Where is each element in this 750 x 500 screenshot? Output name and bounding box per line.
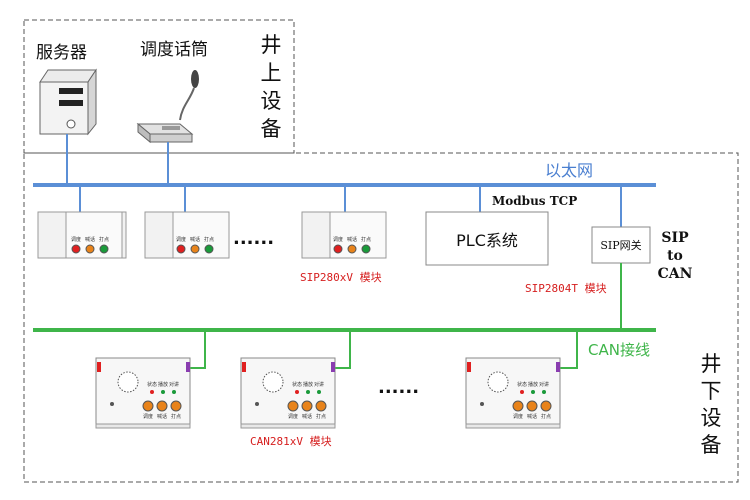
surface-title-char: 设	[261, 89, 282, 113]
surface-title-char: 井	[261, 33, 282, 57]
underground-region	[23, 152, 739, 483]
can-button-label: 调度	[288, 413, 298, 420]
sip-ellipsis: ......	[233, 228, 274, 249]
can-led-label: 播放	[158, 381, 168, 388]
can-button-label: 打点	[541, 413, 551, 420]
can-led-label: 播放	[303, 381, 313, 388]
can-button-label: 喊话	[527, 413, 537, 420]
surface-region	[23, 19, 295, 154]
mic-icon	[136, 70, 199, 144]
plc-box	[425, 211, 549, 266]
surface-title-char: 上	[261, 61, 282, 85]
sip-button-label: 喊话	[190, 236, 200, 243]
can-module: 状态 播放 对讲 调度 喊话 打点	[95, 357, 191, 429]
can-led-label: 对讲	[314, 381, 324, 388]
can-button-label: 打点	[171, 413, 181, 420]
can-bus-label: CAN接线	[588, 341, 650, 359]
can-module: 状态 播放 对讲 调度 喊话 打点	[240, 357, 336, 429]
can-led-label: 对讲	[169, 381, 179, 388]
can-led-label: 状态	[147, 381, 157, 388]
sip-module-label: SIP280xV 模块	[300, 271, 382, 284]
underground-title-char: 设	[701, 406, 722, 430]
sip-button-label: 打点	[204, 236, 214, 243]
gateway-box	[591, 226, 651, 264]
ethernet-links	[66, 134, 622, 227]
sip-to-can-line: to	[667, 248, 683, 264]
can-ellipsis: ......	[378, 377, 419, 398]
can-links	[190, 330, 578, 369]
can-button-label: 调度	[513, 413, 523, 420]
underground-title-char: 备	[701, 433, 722, 457]
underground-title-char: 下	[701, 379, 722, 403]
sip-button-label: 喊话	[85, 236, 95, 243]
can-led-label: 状态	[292, 381, 302, 388]
sip-button-label: 调度	[71, 236, 81, 243]
surface-title-char: 备	[261, 117, 282, 141]
gateway-module-label: SIP2804T 模块	[525, 282, 607, 295]
sip-button-label: 调度	[333, 236, 343, 243]
ethernet-label: 以太网	[545, 161, 593, 180]
sip-to-can-line: SIP	[661, 230, 689, 246]
surface-title: 井 上 设 备	[261, 33, 282, 141]
can-module: 状态 播放 对讲 调度 喊话 打点	[465, 357, 561, 429]
server-label: 服务器	[36, 43, 87, 63]
sip-button-label: 调度	[176, 236, 186, 243]
sip-button-label: 打点	[99, 236, 109, 243]
can-button-label: 打点	[316, 413, 326, 420]
plc-label: PLC系统	[456, 231, 518, 250]
server-icon	[39, 68, 97, 136]
sip-button-label: 打点	[361, 236, 371, 243]
sip-to-can-line: CAN	[658, 266, 693, 282]
can-button-label: 调度	[143, 413, 153, 420]
underground-title-char: 井	[701, 352, 722, 376]
sip-module: 调度 喊话 打点	[301, 211, 387, 259]
sip-module: 调度 喊话 打点	[37, 211, 127, 259]
can-button-label: 喊话	[157, 413, 167, 420]
can-module-label: CAN281xV 模块	[250, 435, 332, 448]
can-button-label: 喊话	[302, 413, 312, 420]
can-led-label: 状态	[517, 381, 527, 388]
modbus-label: Modbus TCP	[492, 194, 577, 208]
can-led-label: 对讲	[539, 381, 549, 388]
sip-module: 调度 喊话 打点	[144, 211, 230, 259]
mic-label: 调度话筒	[140, 40, 208, 60]
underground-title: 井 下 设 备	[701, 352, 722, 457]
gateway-label: SIP网关	[600, 238, 641, 252]
sip-button-label: 喊话	[347, 236, 357, 243]
can-led-label: 播放	[528, 381, 538, 388]
sip-to-can-label: SIP to CAN	[658, 230, 693, 282]
